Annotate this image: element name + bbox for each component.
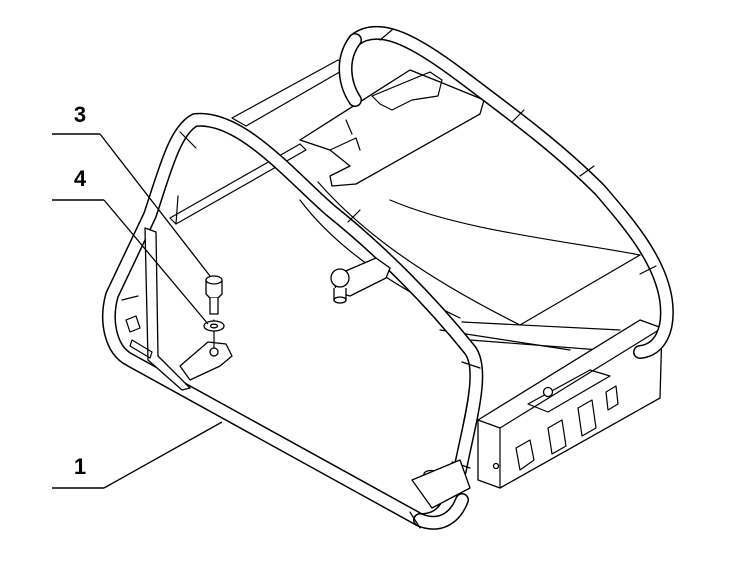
tubular-frame — [102, 25, 674, 530]
callout-label-3: 3 — [74, 102, 86, 127]
callout-1: 1 — [52, 421, 223, 489]
rear-frame-structure — [169, 59, 641, 351]
callout-3: 3 — [52, 102, 211, 277]
latch-pin — [330, 257, 391, 304]
front-mount-plate — [477, 319, 663, 489]
callout-label-1: 1 — [74, 454, 86, 479]
bolt-part-3 — [205, 275, 223, 315]
nut-front-bracket-plate — [411, 459, 471, 509]
left-side-plate — [125, 227, 191, 391]
callout-label-4: 4 — [74, 166, 87, 191]
callout-4: 4 — [52, 166, 209, 325]
washer-part-4 — [203, 320, 225, 332]
